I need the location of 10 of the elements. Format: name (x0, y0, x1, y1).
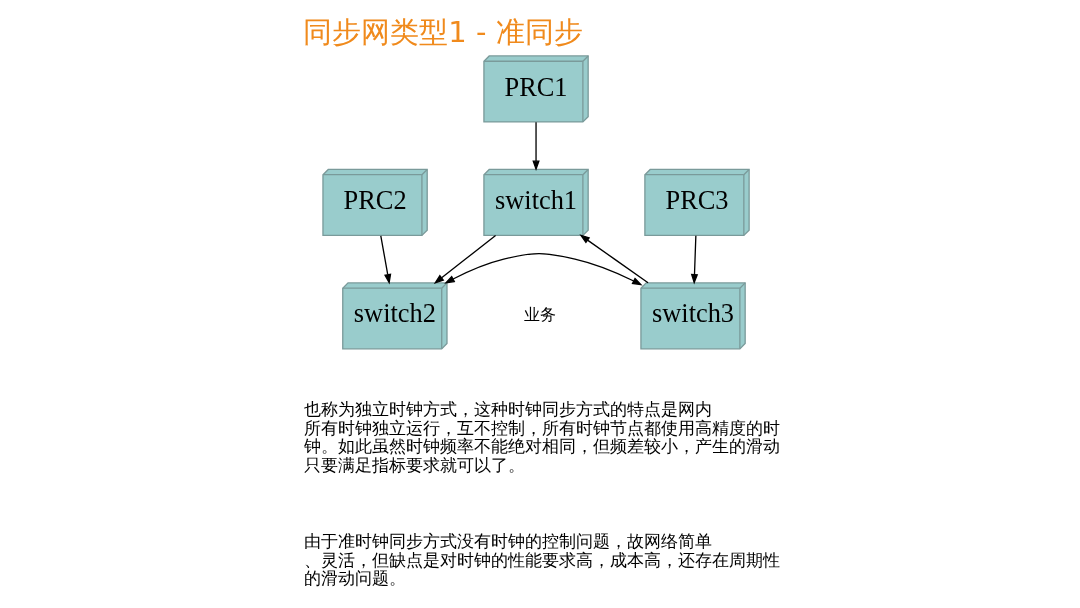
arrow (690, 235, 699, 285)
arrow (380, 235, 392, 285)
arrow (532, 121, 540, 172)
arrow (579, 234, 649, 284)
label: 也称为独立时钟方式，这种时钟同步方式的特点是网内所有时钟独立运行，互不控制，所有时钟节点都使用高精度的时钟。如此虽然时钟频率不能绝对相同，但频差较小，产生的滑动只要满足指标要求就可以了。 (303, 399, 780, 475)
diagram-title: 同步网类型1 - 准同步 (303, 15, 583, 50)
arrow (444, 253, 643, 286)
label: 业务 (524, 304, 556, 324)
arrow (433, 234, 497, 285)
label: 由于准时钟同步方式没有时钟的控制问题，故网络简单、灵活，但缺点是对时钟的性能要求高，成本高，还存在周期性的滑动问题。 (303, 531, 780, 589)
